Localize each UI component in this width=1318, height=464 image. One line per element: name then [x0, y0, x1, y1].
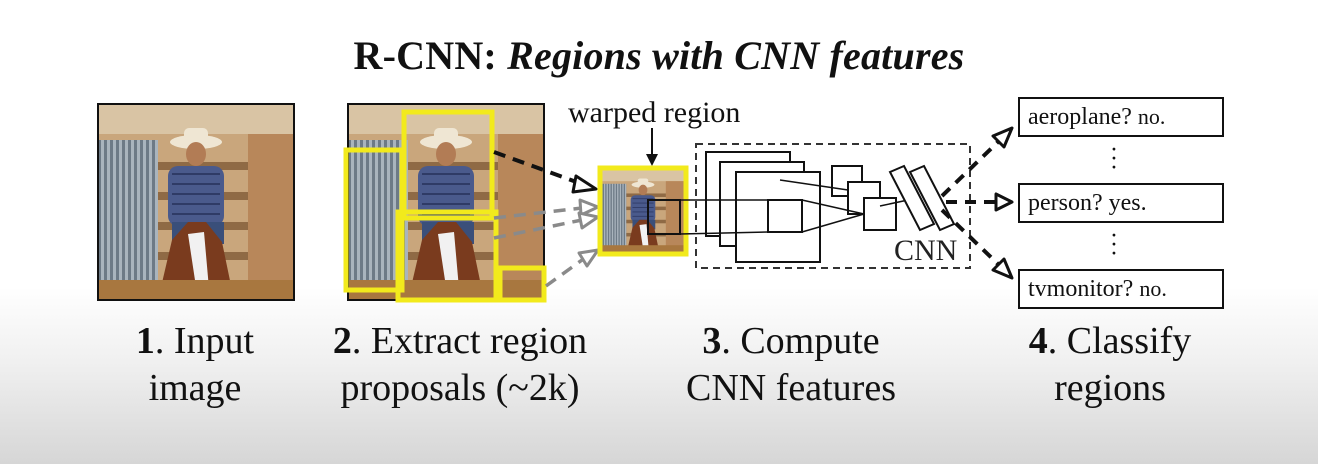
step-number: 2: [332, 320, 352, 362]
class-box-person: person? yes.: [1018, 183, 1224, 223]
arrowhead-gray-1: [578, 198, 600, 217]
arrow-black-dashed: [493, 150, 583, 186]
warped-region: [597, 165, 689, 257]
class-answer: yes.: [1108, 190, 1147, 216]
class-label: aeroplane?: [1028, 104, 1132, 130]
step-number: 4: [1028, 320, 1048, 362]
warped-label-arrow: [646, 128, 658, 166]
step-1-caption: 1. Input image: [95, 318, 295, 412]
class-answer: no.: [1137, 104, 1166, 129]
step-line1: . Classify: [1047, 320, 1192, 362]
step-4-caption: 4. Classify regions: [1000, 318, 1220, 412]
ellipsis-top: ···: [1110, 138, 1118, 181]
proposal-box-horse: [395, 209, 499, 303]
cnn-layers: [705, 151, 897, 263]
arrowhead-black: [571, 174, 598, 194]
proposal-box-left: [343, 147, 405, 293]
proposal-box-small: [497, 265, 547, 303]
step-line2: CNN features: [686, 367, 896, 409]
ellipsis-bottom: ···: [1110, 224, 1118, 267]
class-label: tvmonitor?: [1028, 276, 1134, 302]
class-label: person?: [1028, 190, 1103, 216]
arrow-gray-1: [493, 206, 583, 220]
slide-title: R-CNN: Regions with CNN features: [0, 30, 1318, 82]
step-number: 1: [135, 320, 155, 362]
class-box-tvmonitor: tvmonitor? no.: [1018, 269, 1224, 309]
arrow-to-tvmonitor: [940, 208, 1000, 266]
step-line2: regions: [1054, 367, 1166, 409]
step-line1: . Input: [154, 320, 255, 362]
step-line1: . Extract region: [351, 320, 588, 362]
arrow-gray-2: [493, 218, 583, 240]
arrowhead-gray-3: [577, 248, 600, 268]
arrow-to-aeroplane: [940, 140, 1000, 198]
step-line2: proposals (~2k): [340, 367, 580, 409]
input-image: [97, 103, 295, 301]
title-prefix: R-CNN:: [353, 33, 497, 78]
class-answer: no.: [1139, 276, 1167, 301]
proposal-boxes: [343, 109, 547, 303]
arrowhead-person: [994, 192, 1014, 212]
proposal-arrows: [493, 150, 600, 288]
step-number: 3: [702, 320, 722, 362]
step-2-caption: 2. Extract region proposals (~2k): [300, 318, 620, 412]
arrowhead-gray-2: [577, 211, 600, 230]
arrowhead-tvmonitor: [991, 257, 1014, 280]
warped-region-label: warped region: [568, 96, 741, 129]
class-box-aeroplane: aeroplane? no.: [1018, 97, 1224, 137]
cnn-container: [695, 143, 971, 269]
cnn-connections: [679, 179, 909, 235]
kernel-box: [767, 199, 803, 233]
arrow-gray-3: [544, 258, 584, 288]
classify-arrows: [940, 126, 1014, 280]
step-3-caption: 3. Compute CNN features: [660, 318, 922, 412]
fc-layer-1: [888, 164, 936, 232]
step-line2: image: [148, 367, 242, 409]
layer-6: [863, 197, 897, 231]
arrowhead-aeroplane: [991, 126, 1014, 149]
proposal-image: [347, 103, 545, 301]
cnn-label: CNN: [894, 234, 958, 267]
step-line1: . Compute: [721, 320, 880, 362]
fc-layers: [888, 164, 956, 232]
fc-layer-2: [908, 164, 956, 232]
title-italic: Regions with CNN features: [507, 33, 965, 78]
